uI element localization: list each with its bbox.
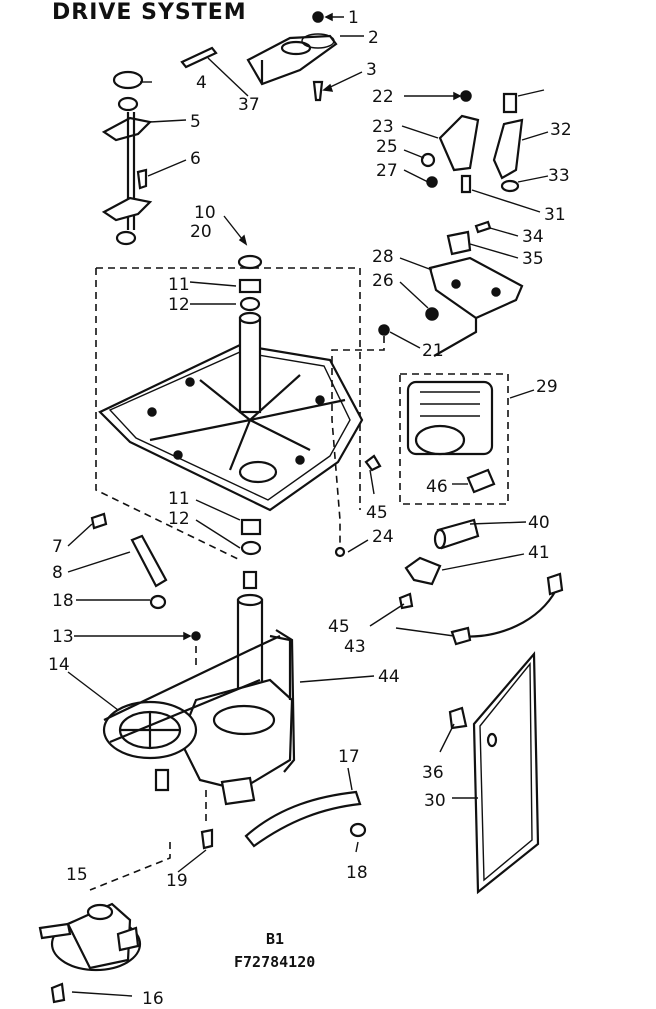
callout-label: 6 xyxy=(190,149,201,169)
callout-label: 3 xyxy=(366,60,377,80)
callout-label: 37 xyxy=(238,95,260,115)
callout-label: 40 xyxy=(528,513,550,533)
left-mounting-brace xyxy=(90,512,168,610)
drive-belt xyxy=(275,629,296,773)
callout-label: 31 xyxy=(544,205,566,225)
capacitor-clip xyxy=(404,556,442,586)
callout-label: 28 xyxy=(372,247,394,267)
callout-label: 25 xyxy=(376,137,398,157)
drive-motor xyxy=(406,380,496,494)
rear-access-panel xyxy=(448,651,540,895)
callout-label: 21 xyxy=(422,341,444,361)
callout-label: 41 xyxy=(528,543,550,563)
lower-bearing-seals xyxy=(240,518,262,590)
callout-label: 43 xyxy=(344,637,366,657)
callout-label: 33 xyxy=(548,166,570,186)
callout-label: 45 xyxy=(328,617,350,637)
callout-label: 5 xyxy=(190,112,201,132)
callout-label: 12 xyxy=(168,509,190,529)
callout-label: 11 xyxy=(168,275,190,295)
transmission-gearcase xyxy=(102,593,294,806)
motor-clip-and-spring xyxy=(446,220,492,256)
callout-label: 13 xyxy=(52,627,74,647)
callout-label: 15 xyxy=(66,865,88,885)
motor-mount-plate xyxy=(425,256,524,357)
callout-label: 4 xyxy=(196,73,207,93)
callout-label: 7 xyxy=(52,537,63,557)
page-title: DRIVE SYSTEM xyxy=(52,0,247,25)
callout-label: 44 xyxy=(378,667,400,687)
callout-label: 23 xyxy=(372,117,394,137)
callout-label: 18 xyxy=(346,863,368,883)
callout-label: 1 xyxy=(348,8,359,28)
callout-label: 18 xyxy=(52,591,74,611)
callout-label: 20 xyxy=(190,222,212,242)
callout-label: 24 xyxy=(372,527,394,547)
suspension-rod-assembly xyxy=(101,70,153,246)
bracket-pin xyxy=(180,46,218,69)
motor-harness-cable xyxy=(450,572,564,646)
water-pump xyxy=(38,902,142,972)
callout-label: 29 xyxy=(536,377,558,397)
callout-label: 19 xyxy=(166,871,188,891)
callout-label: 22 xyxy=(372,87,394,107)
callout-label: 2 xyxy=(368,28,379,48)
callout-labels: 1 2 3 4 37 5 6 10 20 11 12 22 23 25 27 3… xyxy=(48,8,572,1009)
callout-label: 10 xyxy=(194,203,216,223)
drain-hose xyxy=(244,790,367,848)
transmission-base-plate xyxy=(98,343,364,512)
callout-label: 36 xyxy=(422,763,444,783)
top-mounting-bracket xyxy=(246,11,338,102)
callout-label: 30 xyxy=(424,791,446,811)
callout-label: 11 xyxy=(168,489,190,509)
callout-label: 17 xyxy=(338,747,360,767)
diagram-part-number: F72784120 xyxy=(234,953,316,971)
callout-label: 45 xyxy=(366,503,388,523)
callout-label: 34 xyxy=(522,227,544,247)
callout-label: 35 xyxy=(522,249,544,269)
upper-agitator-shaft xyxy=(237,254,263,414)
callout-leaders xyxy=(67,12,549,997)
motor-mount-brackets xyxy=(420,90,524,194)
callout-label: 27 xyxy=(376,161,398,181)
diagram-code-line-1: B1 xyxy=(266,930,285,948)
callout-label: 16 xyxy=(142,989,164,1009)
callout-label: 14 xyxy=(48,655,70,675)
capacitor xyxy=(433,518,480,550)
callout-label: 26 xyxy=(372,271,394,291)
callout-label: 32 xyxy=(550,120,572,140)
callout-label: 8 xyxy=(52,563,63,583)
callout-label: 12 xyxy=(168,295,190,315)
callout-label: 46 xyxy=(426,477,448,497)
